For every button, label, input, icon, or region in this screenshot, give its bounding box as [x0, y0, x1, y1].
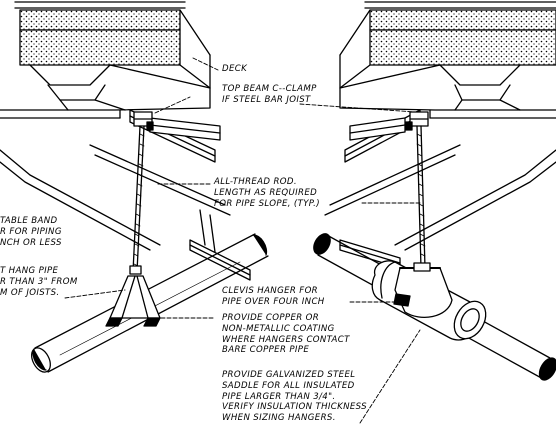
left-all-thread-rod — [129, 125, 145, 275]
callout-line: ALL-THREAD ROD. — [214, 177, 297, 187]
leader-lines — [64, 57, 421, 424]
callout-line: PROVIDE COPPER OR — [222, 313, 320, 323]
callout-line: WHERE HANGERS CONTACT — [222, 334, 350, 345]
callout-galvanized-saddle: PROVIDE GALVANIZED STEEL SADDLE FOR ALL … — [222, 370, 367, 424]
callout-line: R THAN 3" FROM — [0, 276, 78, 287]
left-deck-slab — [14, 1, 211, 89]
callout-line: TOP BEAM C--CLAMP — [222, 84, 317, 94]
callout-line: VERIFY INSULATION THICKNESS — [222, 402, 367, 413]
right-all-thread-rod — [416, 125, 426, 269]
callout-top-beam-clamp: TOP BEAM C--CLAMP IF STEEL BAR JOIST — [222, 84, 317, 106]
left-beam-clamp — [133, 111, 154, 131]
left-band-hanger — [105, 275, 161, 327]
callout-line: PROVIDE GALVANIZED STEEL — [222, 370, 356, 380]
right-deck-slab — [339, 1, 556, 89]
callout-line: FOR PIPE SLOPE, (TYP.) — [214, 198, 320, 209]
callout-line: NON-METALLIC COATING — [222, 323, 335, 334]
callout-clevis-hanger: CLEVIS HANGER FOR PIPE OVER FOUR INCH — [222, 286, 325, 308]
callout-hang-pipe: T HANG PIPE R THAN 3" FROM M OF JOISTS. — [0, 266, 78, 298]
callout-line: SADDLE FOR ALL INSULATED — [222, 380, 355, 391]
callout-line: R FOR PIPING — [0, 226, 62, 237]
callout-deck: DECK — [222, 64, 247, 75]
callout-all-thread-rod: ALL-THREAD ROD. LENGTH AS REQUIRED FOR P… — [214, 177, 320, 209]
callout-line: M OF JOISTS. — [0, 287, 60, 298]
right-top-chord — [339, 64, 556, 119]
callout-line: WHEN SIZING HANGERS. — [222, 413, 336, 424]
callout-line: IF STEEL BAR JOIST — [222, 94, 311, 105]
callout-line: LENGTH AS REQUIRED — [214, 187, 318, 198]
left-deck-flutes — [29, 64, 126, 111]
left-top-chord — [0, 64, 211, 119]
right-beam-clamp — [405, 111, 429, 131]
callout-line: PIPE LARGER THAN 3/4". — [222, 391, 336, 402]
right-bar-joist — [324, 109, 556, 269]
left-bar-joist — [0, 109, 251, 281]
callout-band-hanger: TABLE BAND R FOR PIPING NCH OR LESS — [0, 216, 62, 248]
right-deck-flutes — [439, 64, 521, 111]
callout-copper-coating: PROVIDE COPPER OR NON-METALLIC COATING W… — [222, 313, 350, 356]
callout-line: CLEVIS HANGER FOR — [222, 286, 319, 296]
callout-line: NCH OR LESS — [0, 237, 62, 248]
right-clevis-hanger — [393, 262, 453, 318]
callout-line: BARE COPPER PIPE — [222, 345, 310, 356]
callout-line: PIPE OVER FOUR INCH — [222, 296, 325, 307]
callout-line: TABLE BAND — [0, 216, 58, 226]
callout-line: T HANG PIPE — [0, 266, 59, 276]
callout-deck-line: DECK — [222, 64, 248, 74]
